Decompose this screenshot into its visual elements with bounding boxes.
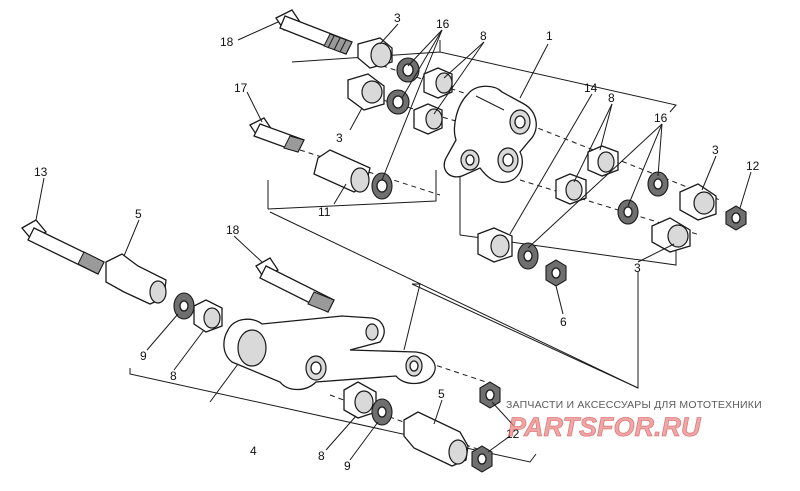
bolt-17 (249, 117, 305, 153)
bolt-18-top (275, 9, 353, 55)
bushing-8-second (413, 103, 443, 135)
watermark: ЗАПЧАСТИ И АКСЕССУАРЫ ДЛЯ МОТОТЕХНИКИ PA… (506, 399, 762, 442)
callout-16-right: 16 (654, 111, 668, 125)
bushing-8-right-b (555, 173, 587, 205)
sleeve-5-left (105, 253, 167, 305)
watermark-tagline: ЗАПЧАСТИ И АКСЕССУАРЫ ДЛЯ МОТОТЕХНИКИ (506, 399, 762, 411)
washer-9-bottom (371, 398, 393, 426)
callout-3-top: 3 (394, 11, 401, 25)
callout-18-lower: 18 (226, 223, 240, 237)
washer-16-sleeve (371, 172, 393, 200)
washer-16-top (396, 57, 420, 83)
callout-labels: 1 3 3 3 3 4 5 5 6 8 8 8 8 9 9 11 12 12 1… (34, 11, 760, 473)
nut-12-bottom-a (479, 381, 501, 409)
callout-4: 4 (250, 444, 257, 458)
callout-12-bottom: 12 (506, 427, 520, 441)
callout-8-right: 8 (608, 91, 615, 105)
sleeve-11 (313, 149, 371, 193)
callout-11: 11 (318, 205, 331, 219)
callout-5-left: 5 (135, 207, 142, 221)
washer-9-left (173, 292, 195, 320)
bushing-8-right-a (587, 145, 619, 177)
callout-8-left: 8 (170, 369, 177, 383)
callout-1: 1 (546, 29, 553, 43)
callout-18-top: 18 (220, 35, 234, 49)
spacer-3-right-a (679, 183, 717, 221)
callout-12-right: 12 (746, 159, 760, 173)
link-1 (443, 85, 537, 183)
washer-16-right-a (647, 171, 669, 197)
spacer-3-top (357, 37, 393, 69)
spacer-3-second (347, 73, 385, 111)
callout-5-bottom: 5 (438, 387, 445, 401)
callout-13: 13 (34, 165, 48, 179)
callout-6: 6 (560, 315, 567, 329)
callout-17: 17 (234, 81, 248, 95)
bolt-13 (21, 219, 105, 275)
sleeve-5-bottom (403, 411, 469, 467)
callout-14: 14 (584, 81, 598, 95)
watermark-logo: PARTSFOR.RU (508, 412, 702, 442)
callout-8-top: 8 (480, 29, 487, 43)
callout-3-left: 3 (336, 131, 343, 145)
nut-12-right (725, 205, 747, 231)
callout-9-bottom: 9 (344, 459, 351, 473)
nut-6 (545, 259, 567, 287)
link-4 (223, 315, 436, 391)
bolt-18-lower (255, 257, 335, 313)
callout-16-top: 16 (436, 17, 450, 31)
nut-12-bottom-b (471, 445, 493, 473)
washer-16-second (386, 89, 410, 115)
callout-3-right-top: 3 (712, 143, 719, 157)
bushing-8-bottom (343, 381, 377, 419)
callout-9-left: 9 (140, 349, 147, 363)
washer-16-lower (517, 242, 539, 270)
callout-leaders (35, 21, 752, 461)
washer-16-right-b (617, 199, 639, 225)
callout-3-right-bottom: 3 (634, 261, 641, 275)
bushing-14 (477, 227, 513, 263)
bushing-8-left (193, 299, 223, 333)
bushing-8-top (423, 67, 453, 99)
callout-8-bottom: 8 (318, 449, 325, 463)
spacer-3-right-b (651, 217, 691, 253)
